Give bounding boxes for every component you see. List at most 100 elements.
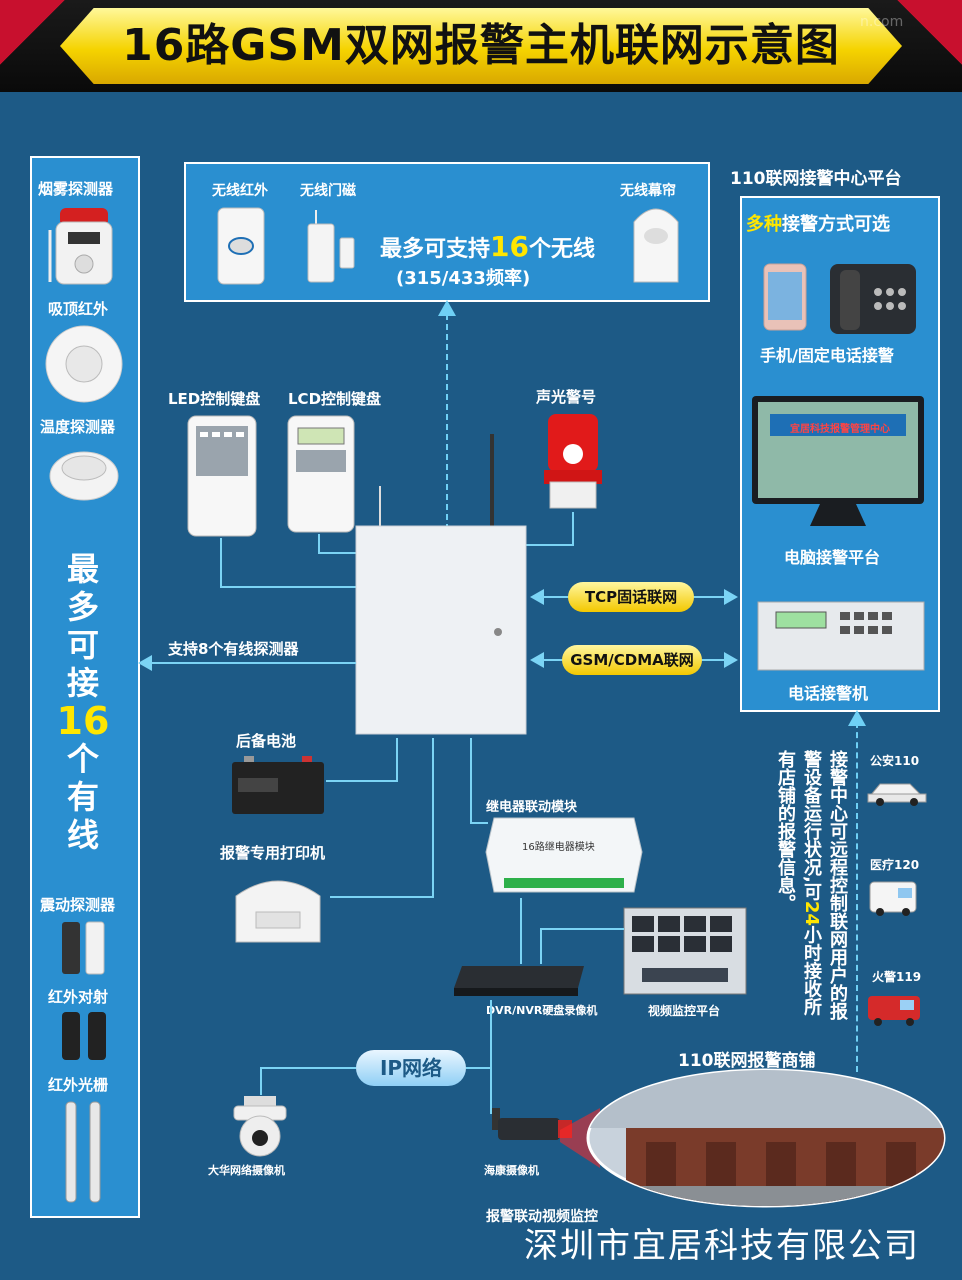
hik-camera-label: 海康摄像机	[484, 1164, 539, 1177]
wireless-pir-label: 无线红外	[212, 183, 268, 199]
dvr-icon	[454, 966, 584, 996]
wired-detector-line	[150, 662, 356, 664]
video-wire	[520, 898, 522, 964]
vertical-text-col2-suffix: 小	[801, 925, 822, 944]
ip-network-line	[490, 1000, 492, 1114]
medical-label: 医疗120	[870, 858, 920, 872]
ir-grating-label: 红外光栅	[48, 1076, 109, 1094]
remote-control-vertical-text: 接警中心可远程控制联网用户的报警设备运行状况,可24小时接收所有店铺的报警信息。	[760, 750, 850, 1030]
battery-icon	[232, 756, 324, 814]
tcp-link-right-arrow-icon	[724, 589, 738, 605]
center-to-shop-arrow-up-icon	[848, 710, 866, 726]
computer-platform-label: 电脑接警平台	[784, 548, 881, 567]
led-keypad-label: LED控制键盘	[168, 390, 261, 408]
wireless-support-prefix: 最多可支持	[380, 237, 491, 262]
wireless-pir-icon	[217, 207, 265, 285]
smoke-detector-icon	[48, 208, 113, 285]
lcd-keypad-icon	[287, 415, 355, 533]
printer-wire	[330, 896, 434, 898]
siren-wire	[522, 544, 574, 546]
relay-wire	[470, 738, 472, 824]
keypad-wire	[318, 534, 320, 552]
ceiling-pir-label: 吸顶红外	[48, 300, 109, 318]
multi-method-highlight: 多种	[746, 214, 782, 235]
company-name: 深圳市宜居科技有限公司	[524, 1226, 920, 1266]
smoke-detector-label: 烟雾探测器	[38, 180, 114, 198]
fire-truck-icon	[868, 996, 920, 1026]
vibration-detector-label: 震动探测器	[40, 896, 116, 914]
dahua-camera-label: 大华网络摄像机	[208, 1164, 285, 1177]
big-char: 最	[66, 550, 99, 588]
keypad-wire	[220, 538, 222, 586]
video-wire	[540, 928, 624, 930]
battery-wire	[326, 780, 398, 782]
big-char: 线	[66, 816, 99, 854]
wireless-link-arrow-icon	[438, 300, 456, 316]
big-char: 多	[66, 588, 99, 626]
center-to-shop-dashed-line	[856, 722, 858, 1072]
big-char: 有	[66, 778, 99, 816]
video-platform-label: 视频监控平台	[648, 1004, 721, 1018]
printer-icon	[235, 880, 321, 943]
gsm-link-left-arrow-icon	[530, 652, 544, 668]
fire-label: 火警119	[872, 970, 922, 984]
ip-network-line	[466, 1067, 492, 1069]
video-wire	[540, 928, 542, 964]
wireless-curtain-label: 无线幕帘	[620, 183, 676, 199]
multi-method-text: 多种接警方式可选	[746, 210, 890, 236]
big-char: 个	[66, 740, 99, 778]
wireless-curtain-icon	[633, 208, 679, 283]
ip-network-line	[260, 1067, 356, 1069]
led-keypad-icon	[187, 415, 257, 537]
vertical-text-col2-number: 24	[801, 900, 822, 926]
wireless-frequency: (315/433频率)	[396, 268, 531, 289]
ir-beam-icon	[62, 1012, 106, 1060]
page-title: 16路GSM双网报警主机联网示意图	[122, 20, 840, 71]
big-number: 16	[56, 699, 110, 743]
wireless-support-suffix: 个无线	[528, 237, 595, 262]
max-wired-vertical-text: 最 多 可 接 16 个 有 线	[36, 550, 130, 854]
ir-beam-label: 红外对射	[48, 988, 109, 1006]
wireless-door-sensor-icon	[307, 210, 355, 283]
temperature-detector-icon	[49, 451, 119, 501]
shop-label: 110联网报警商铺	[678, 1051, 816, 1071]
alarm-center-heading: 110联网接警中心平台	[730, 169, 902, 189]
vertical-text-col1: 接警中心可远程控制联网用户	[827, 750, 848, 984]
linkage-video-label: 报警联动视频监控	[486, 1209, 598, 1225]
wired-support-label: 支持8个有线探测器	[168, 640, 299, 658]
video-wall-icon	[623, 907, 747, 995]
shop-photo	[586, 1068, 946, 1208]
vertical-text-col2-prefix: 的报警设备运行状况,可	[801, 750, 848, 1020]
gsm-link-right-arrow-icon	[724, 652, 738, 668]
siren-wire	[572, 512, 574, 544]
watermark-text: n.com	[860, 14, 904, 30]
keypad-wire	[318, 552, 360, 554]
alarm-receiver-machine-icon	[757, 601, 925, 671]
relay-module-label: 继电器联动模块	[486, 800, 578, 815]
vertical-text-col3: 时接收所有店铺的报警信息。	[775, 750, 822, 1016]
relay-module-icon	[485, 817, 643, 893]
alarm-receiver-label: 电话接警机	[788, 684, 869, 703]
camera-view-beam	[560, 1108, 600, 1168]
title-plate	[60, 8, 902, 84]
banner-right-decoration	[892, 0, 962, 92]
vibration-detector-icon	[62, 921, 105, 975]
lcd-keypad-label: LCD控制键盘	[288, 390, 382, 408]
siren-label: 声光警号	[536, 388, 597, 406]
ceiling-pir-icon	[45, 325, 123, 403]
tcp-link-left-arrow-icon	[530, 589, 544, 605]
siren-icon	[544, 414, 602, 509]
police-car-icon	[867, 783, 927, 806]
wireless-support-text: 最多可支持16个无线	[380, 230, 595, 263]
alarm-host-icon	[355, 434, 527, 735]
dahua-camera-icon	[233, 1096, 287, 1157]
police-label: 公安110	[870, 754, 920, 768]
dvr-label: DVR/NVR硬盘录像机	[486, 1004, 598, 1017]
ip-network-badge: IP网络	[356, 1050, 466, 1086]
mobile-phone-icon	[763, 263, 807, 331]
relay-wire	[470, 822, 488, 824]
wireless-link-dashed-line	[446, 314, 448, 530]
big-char: 接	[66, 664, 99, 702]
battery-label: 后备电池	[236, 732, 297, 750]
wireless-door-label: 无线门磁	[300, 183, 356, 199]
